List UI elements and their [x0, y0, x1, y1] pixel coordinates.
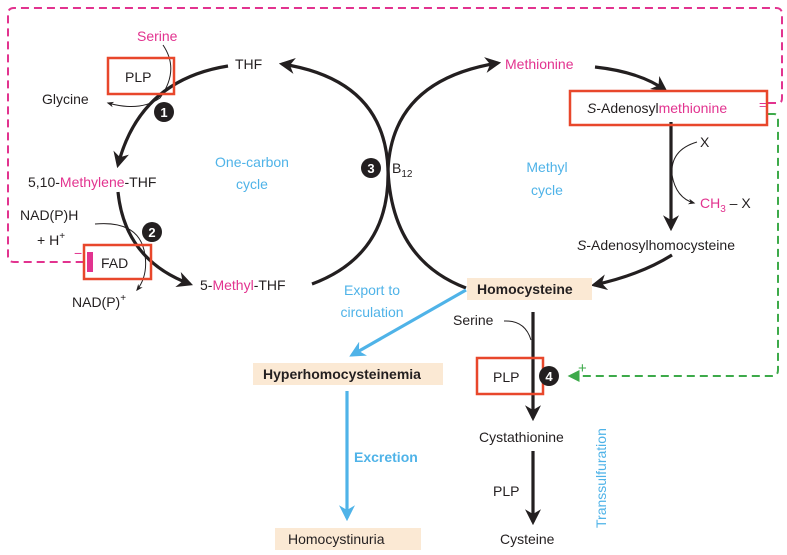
arrow-methionine-to-sam [594, 65, 668, 92]
h-plus-label: + H+ [37, 231, 65, 248]
export-label-1: Export to [344, 282, 400, 298]
step-3-badge: 3 [361, 158, 381, 178]
hyperhomocysteinemia-label: Hyperhomocysteinemia [263, 366, 421, 382]
plp-label-step4: PLP [493, 369, 519, 385]
svg-text:3: 3 [367, 161, 374, 176]
methionine-label: Methionine [505, 56, 574, 72]
methyl-cycle-label-1: Methyl [526, 159, 567, 175]
nadph-label: NAD(P)H [20, 207, 78, 223]
arc-methyl-thf-to-b12 [311, 169, 390, 286]
homocysteine-highlight [467, 278, 592, 300]
arc-methylene-to-methyl [116, 191, 194, 288]
b12-label: B12 [392, 160, 413, 180]
nadp-label: NAD(P)+ [72, 293, 126, 310]
arc-thf-to-methylene [113, 64, 229, 169]
sam-equals-mark: = [759, 97, 767, 112]
inhibition-bar [87, 252, 93, 272]
methyl-thf-label: 5-Methyl-THF [200, 277, 286, 293]
svg-text:2: 2 [148, 225, 155, 240]
sam-activation-dashed-line [567, 113, 779, 382]
plp-label-cystathionine: PLP [493, 483, 519, 499]
cystathionine-label: Cystathionine [479, 429, 564, 445]
plp-label-step1: PLP [125, 69, 151, 85]
step-1-badge: 1 [154, 102, 174, 122]
transsulfuration-label: Transsulfuration [593, 428, 609, 528]
homocysteine-label: Homocysteine [477, 281, 573, 297]
arc-homocysteine-to-b12 [386, 169, 467, 290]
methylene-thf-label: 5,10-Methylene-THF [28, 174, 156, 190]
one-carbon-cycle-label-1: One-carbon [215, 154, 289, 170]
arrow-nadph-to-nadp [94, 223, 147, 292]
step-2-badge: 2 [142, 222, 162, 242]
svg-text:1: 1 [160, 105, 167, 120]
glycine-label: Glycine [42, 91, 89, 107]
serine-label-transsulfuration: Serine [453, 312, 494, 328]
svg-text:4: 4 [545, 369, 553, 384]
hyperhomocysteinemia-highlight [253, 363, 443, 385]
arrow-serine-to-glycine [106, 44, 172, 108]
cysteine-label: Cysteine [500, 531, 555, 547]
export-label-2: circulation [340, 304, 403, 320]
serine-label-top: Serine [137, 28, 178, 44]
step-4-badge: 4 [539, 366, 559, 386]
ch3x-label: CH3 – X [700, 195, 751, 215]
arrow-serine-to-cystathionine [503, 320, 532, 341]
homocystinuria-label: Homocystinuria [288, 531, 385, 547]
one-carbon-cycle-label-2: cycle [236, 176, 268, 192]
activation-sign: + [578, 360, 587, 377]
sam-label: S-Adenosylmethionine [587, 100, 727, 116]
methyl-cycle-label-2: cycle [531, 182, 563, 198]
arrow-x-to-ch3x [671, 141, 698, 205]
fad-box-step2 [82, 243, 153, 281]
sah-label: S-Adenosylhomocysteine [577, 237, 735, 253]
arrow-export-to-circulation [349, 288, 467, 357]
plp-box-step1 [106, 56, 176, 96]
arrow-sah-to-homocysteine [590, 253, 673, 291]
sam-box [568, 89, 769, 127]
excretion-label: Excretion [354, 449, 418, 465]
thf-label: THF [235, 56, 262, 72]
x-label: X [700, 134, 710, 150]
sam-inhibition-dashed-line [7, 7, 783, 263]
arc-b12-to-methionine [386, 57, 502, 171]
fad-label: FAD [101, 255, 128, 271]
homocystinuria-highlight [275, 528, 421, 550]
inhibition-sign: − [74, 245, 82, 261]
arc-b12-to-thf [278, 58, 390, 171]
